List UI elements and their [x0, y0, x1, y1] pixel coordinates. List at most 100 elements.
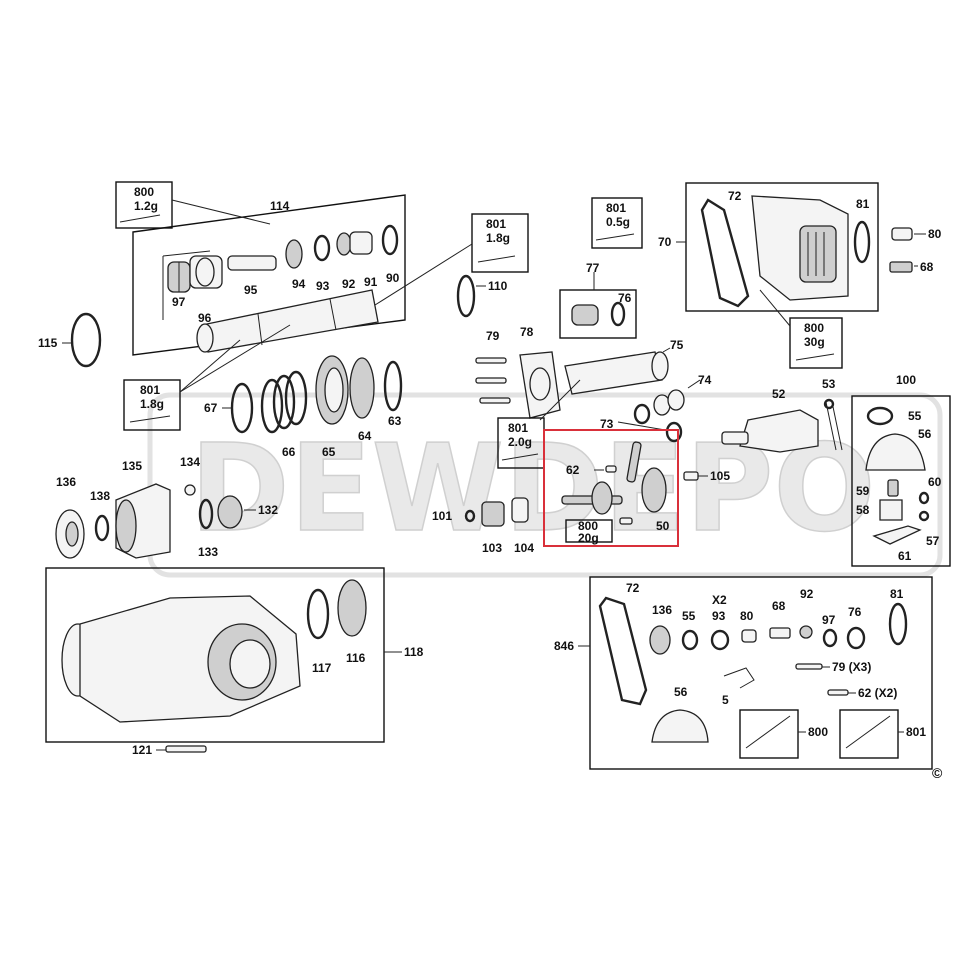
part-97	[167, 261, 191, 293]
assembly-114-frame	[132, 194, 406, 356]
label-56: 56	[918, 427, 932, 441]
kit-part-55	[681, 629, 699, 651]
kit-part-80	[741, 629, 757, 643]
highlight-box	[543, 429, 679, 547]
label-104: 104	[514, 541, 534, 555]
kit-part-81	[888, 602, 908, 646]
grease-code-g4: 801	[606, 201, 626, 215]
part-115: 115	[38, 312, 102, 368]
label-80: 80	[928, 227, 942, 241]
part-136: 136	[55, 475, 85, 559]
kit-label-93: 93	[712, 609, 726, 623]
kit-label-80: 80	[740, 609, 754, 623]
label-60: 60	[928, 475, 942, 489]
part-52: 52	[721, 387, 819, 453]
grease-tag-g5: 800 30g	[759, 289, 843, 369]
kit-label-92: 92	[800, 587, 814, 601]
grease-tag-g4: 801 0.5g	[591, 197, 643, 249]
label-66: 66	[282, 445, 296, 459]
part-68: 68	[889, 260, 934, 274]
part-64: 64	[349, 357, 375, 443]
label-62: 62	[566, 463, 580, 477]
kit-part-68	[769, 627, 791, 639]
part-61	[872, 525, 922, 545]
kit-part-93	[710, 629, 730, 651]
kit-label-97: 97	[822, 613, 836, 627]
label-65: 65	[322, 445, 336, 459]
grease-code-g6: 801	[508, 421, 528, 435]
part-133: 133	[198, 498, 218, 559]
grease-tag-g6: 801 2.0g	[497, 379, 581, 469]
grease-amount-g1: 1.2g	[134, 199, 158, 213]
cylinder-assembly	[196, 289, 379, 353]
label-73: 73	[600, 417, 614, 431]
kit-label-55: 55	[682, 609, 696, 623]
kit-label-801: 801	[906, 725, 926, 739]
part-90	[381, 224, 399, 256]
label-72: 72	[728, 189, 742, 203]
grease-amount-g2: 1.8g	[486, 231, 510, 245]
part-73: 73	[600, 403, 683, 443]
label-97: 97	[172, 295, 186, 309]
part-91	[349, 231, 373, 255]
grease-tag-g2: 801 1.8g	[374, 213, 529, 306]
label-67: 67	[204, 401, 218, 415]
label-94: 94	[292, 277, 306, 291]
part-138: 138	[90, 489, 110, 542]
label-95: 95	[244, 283, 258, 297]
part-105: 105	[683, 469, 730, 483]
kit-part-136	[649, 625, 671, 655]
label-133: 133	[198, 545, 218, 559]
copyright-mark: ©	[932, 765, 943, 781]
kit-grease-801: 801	[839, 709, 926, 759]
kit-label-68: 68	[772, 599, 786, 613]
part-75: 75	[564, 338, 684, 395]
label-78: 78	[520, 325, 534, 339]
label-58: 58	[856, 503, 870, 517]
label-50: 50	[656, 519, 670, 533]
part-95	[227, 255, 277, 271]
part-104: 104	[511, 497, 534, 555]
part-96	[189, 255, 223, 289]
label-132: 132	[258, 503, 278, 517]
label-64: 64	[358, 429, 372, 443]
kit-label-62: 62 (X2)	[858, 686, 897, 700]
grease-tag-g1: 800 1.2g	[115, 181, 271, 229]
highlight-part-50: 62 50 800 20g	[543, 429, 679, 547]
grease-tag-g3: 801 1.8g	[123, 324, 291, 431]
label-77: 77	[586, 261, 600, 275]
grease-amount-g4: 0.5g	[606, 215, 630, 229]
label-115: 115	[38, 336, 58, 350]
label-55: 55	[908, 409, 922, 423]
assembly-70: 70 72 81	[658, 182, 879, 312]
kit-grease-800: 800	[739, 709, 828, 759]
label-68: 68	[920, 260, 934, 274]
part-74: 74	[653, 373, 712, 416]
label-110: 110	[488, 279, 508, 293]
kit-label-800: 800	[808, 725, 828, 739]
part-53: 53	[822, 377, 843, 451]
part-101: 101	[432, 509, 476, 523]
label-79: 79	[486, 329, 500, 343]
kit-part-56	[651, 709, 709, 743]
part-110: 110	[456, 274, 508, 318]
assembly-118: 118 117 116	[45, 567, 424, 743]
kit-label-76: 76	[848, 605, 862, 619]
grease-amount-g7: 20g	[578, 531, 599, 545]
label-53: 53	[822, 377, 836, 391]
part-56	[865, 433, 926, 471]
part-121: 121	[132, 743, 207, 757]
part-79: 79	[475, 329, 511, 404]
part-63: 63	[383, 360, 403, 428]
label-118: 118	[404, 645, 424, 659]
part-65: 65	[315, 355, 349, 459]
kit-label-56: 56	[674, 685, 688, 699]
label-91: 91	[364, 275, 378, 289]
part-117: 117	[306, 588, 332, 675]
label-74: 74	[698, 373, 712, 387]
grease-code-g3: 801	[140, 383, 160, 397]
assembly-77: 77 76	[559, 261, 637, 339]
kit-part-5	[723, 667, 755, 689]
grease-code-g5: 800	[804, 321, 824, 335]
